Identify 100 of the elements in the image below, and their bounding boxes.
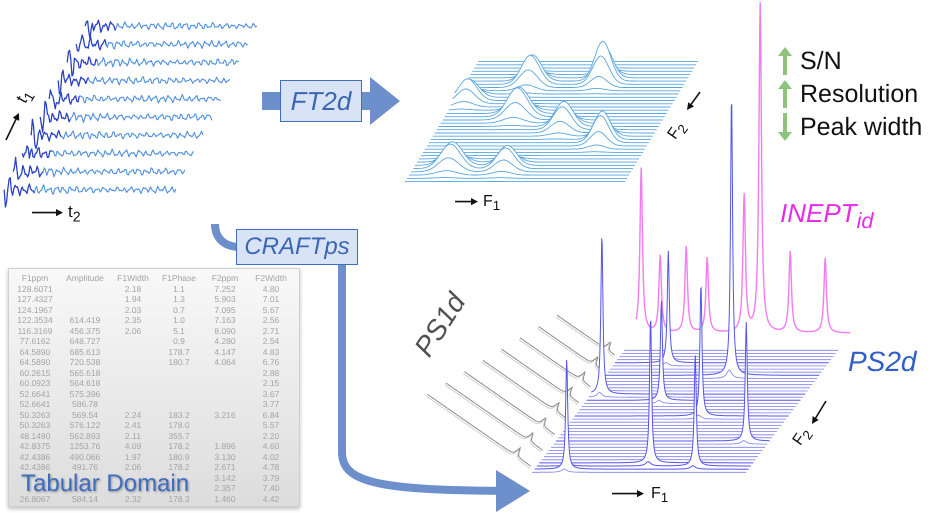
table-value: 183.2: [168, 410, 190, 420]
table-value: 2.56: [262, 316, 280, 326]
table-value: 2.06: [124, 326, 142, 336]
table-value: 3.216: [214, 410, 236, 420]
metric-label: S/N: [800, 46, 842, 76]
table-value: 2.03: [124, 306, 142, 315]
axis-label: F$_{1}$: [651, 485, 668, 508]
table-value: 42.4386: [20, 452, 50, 462]
table-value: 128.6071: [17, 284, 53, 294]
table-value: 2.11: [125, 432, 141, 441]
table-value: 5.1: [173, 326, 185, 336]
edge-label: CRAFTps: [236, 229, 358, 265]
table-value: 50.3263: [20, 410, 50, 420]
table-value: 26.8067: [20, 494, 50, 504]
table-value: 122.3534: [17, 316, 53, 326]
table-value: 64.5890: [20, 348, 50, 357]
column-header: Amplitude: [66, 274, 104, 284]
table-value: 2.35: [124, 316, 142, 326]
table-value: 720.538: [70, 358, 100, 368]
table-value: 2.41: [124, 421, 142, 430]
table-value: 7.40: [262, 484, 280, 494]
table-value: 1.3: [173, 295, 185, 304]
table-panel: [8, 268, 300, 507]
table-value: 4.83: [262, 348, 280, 357]
table-value: 4.42: [262, 494, 280, 504]
table-value: 124.1967: [17, 306, 53, 315]
column-header: F1ppm: [22, 274, 48, 284]
table-value: 2.18: [124, 284, 142, 294]
table-value: 4.147: [214, 348, 236, 357]
table-value: 1.460: [214, 494, 236, 504]
table-value: 0.9: [173, 337, 185, 346]
table-value: 178.7: [168, 348, 190, 357]
table-value: 355.7: [168, 432, 190, 441]
table-value: 3.79: [262, 474, 280, 483]
metric-label: Resolution: [800, 79, 918, 109]
table-value: 3.67: [262, 390, 280, 399]
table-value: 4.78: [262, 463, 280, 472]
table-value: 1.0: [173, 316, 185, 326]
table-value: 2.06: [124, 463, 142, 472]
table-value: 490.066: [70, 452, 100, 462]
panel-title: Tabular Domain: [21, 474, 190, 494]
table-value: 576.122: [70, 421, 100, 430]
column-header: F2ppm: [212, 274, 238, 284]
table-value: 564.618: [70, 379, 100, 388]
table-value: 2.15: [262, 379, 280, 388]
table-value: 60.0923: [20, 379, 50, 388]
edge-label: FT2d: [280, 80, 362, 122]
table-value: 127.4327: [17, 295, 53, 304]
table-value: 685.613: [70, 348, 100, 357]
table-value: 586.78: [72, 400, 98, 410]
table-value: 2.88: [262, 368, 280, 378]
table-value: 180.7: [168, 358, 190, 368]
column-header: F1Width: [117, 274, 149, 284]
column-header: F1Phase: [162, 274, 196, 284]
axis-label: t$_{2}$: [68, 203, 81, 226]
table-value: 565.618: [70, 368, 100, 378]
table-value: 60.2615: [20, 368, 50, 378]
table-value: 48.1490: [20, 432, 50, 441]
table-value: 5.67: [262, 306, 280, 315]
table-value: 52.6641: [20, 400, 50, 410]
table-value: 42.8375: [20, 442, 50, 452]
table-value: 575.396: [70, 390, 100, 399]
table-value: 178.0: [168, 421, 190, 430]
table-value: 3.142: [214, 474, 236, 483]
table-value: 8.090: [214, 326, 236, 336]
table-value: 1.1: [173, 284, 185, 294]
table-value: 614.419: [70, 316, 100, 326]
table-value: 2.20: [262, 432, 280, 441]
table-value: 562.893: [70, 432, 100, 441]
table-value: 6.84: [262, 410, 280, 420]
table-value: 3.77: [262, 400, 280, 410]
table-value: 50.3263: [20, 421, 50, 430]
table-value: 2.671: [214, 463, 236, 472]
table-value: 4.064: [214, 358, 236, 368]
table-value: 7.095: [214, 306, 236, 315]
table-value: 648.727: [70, 337, 100, 346]
table-value: 7.163: [214, 316, 236, 326]
axis-label: F$_{1}$: [483, 193, 500, 216]
column-header: F2Width: [255, 274, 287, 284]
table-value: 178.2: [168, 442, 190, 452]
table-value: 178.2: [168, 463, 190, 472]
table-value: 2.32: [124, 494, 142, 504]
table-value: 4.02: [262, 452, 280, 462]
table-value: 116.3169: [18, 326, 52, 336]
table-value: 1.896: [214, 442, 236, 452]
table-value: 1.97: [124, 452, 142, 462]
table-value: 4.09: [124, 442, 142, 452]
spectrum-label: PS2d: [848, 346, 916, 378]
table-value: 456.375: [70, 326, 100, 336]
table-value: 0.7: [173, 306, 185, 315]
table-value: 6.76: [262, 358, 280, 368]
table-value: 491.76: [72, 463, 98, 472]
table-value: 64.5890: [20, 358, 50, 368]
table-value: 2.71: [262, 326, 280, 336]
table-value: 4.80: [262, 284, 280, 294]
table-value: 4.60: [262, 442, 280, 452]
table-value: 42.4386: [20, 463, 50, 472]
table-value: 2.54: [262, 337, 280, 346]
table-value: 3.130: [214, 452, 236, 462]
table-value: 5.57: [262, 421, 280, 430]
